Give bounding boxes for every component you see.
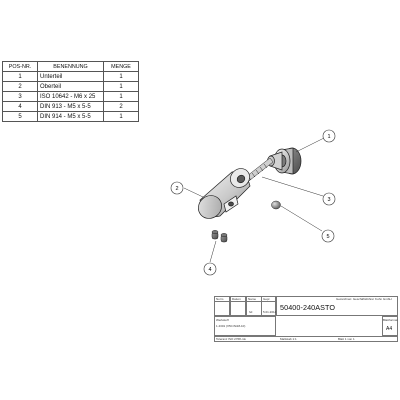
- svg-text:3: 3: [327, 197, 330, 203]
- tb-note: Gezeichnet: Geschäftsführer Kuhn GmbH: [336, 297, 392, 301]
- tb-name-value: hd: [249, 310, 253, 314]
- part-body: [198, 168, 251, 219]
- tb-number-cell: [276, 296, 398, 316]
- balloon-2: 2: [170, 181, 184, 195]
- tb-grid-col: [246, 296, 262, 316]
- tb-grid-col: [230, 296, 246, 316]
- tb-material-label: Werkstoff: [216, 318, 229, 322]
- tb-material-cell: [214, 316, 276, 336]
- tb-header-name: Name: [248, 297, 257, 301]
- parts-list-header-row: POS-NR. BENENNUNG MENGE: [2, 61, 139, 72]
- tb-grid-col: [214, 296, 230, 316]
- parts-list-table: POS-NR. BENENNUNG MENGE 1 Unterteil 1 2 …: [2, 61, 139, 122]
- tb-material-value: 1.4301 (X5CrNi18-10): [216, 324, 246, 328]
- svg-text:5: 5: [326, 234, 329, 240]
- tb-scale: Maßstab 1:1: [280, 337, 297, 341]
- tb-format-label: Blattformat: [383, 318, 398, 322]
- svg-text:2: 2: [175, 186, 178, 192]
- balloon-1: 1: [322, 129, 336, 143]
- table-row: 5 DIN 914 - M5 x 5-5 1: [2, 111, 139, 122]
- tb-header-date: Datum: [232, 297, 241, 301]
- tb-header-check: Gepr.: [263, 297, 271, 301]
- leader-lines: [183, 137, 325, 263]
- svg-text:1: 1: [327, 134, 330, 140]
- drawing-number: 50400-240ASTO: [280, 303, 336, 312]
- part-grub-screws: [211, 230, 228, 243]
- svg-text:4: 4: [208, 267, 211, 273]
- tb-footer: Toleranz ISO 2768-mk: [216, 337, 246, 341]
- balloon-5: 5: [321, 229, 335, 243]
- balloon-3: 3: [322, 192, 336, 206]
- title-block: Datum Name Gepr. Norm hd 5.01.2014 50400…: [214, 296, 398, 342]
- row-qty: 1: [103, 111, 139, 122]
- tb-format-cell: [382, 316, 398, 336]
- tb-sheet: Blatt 1 von 1: [338, 337, 355, 341]
- tb-footer-row: [214, 336, 398, 342]
- balloon-4: 4: [203, 262, 217, 276]
- tb-date-value: 5.01.2014: [263, 310, 277, 314]
- tb-format-value: A4: [386, 326, 393, 332]
- tb-header-norm: Norm: [216, 297, 224, 301]
- part-setscrew-ball: [271, 200, 281, 210]
